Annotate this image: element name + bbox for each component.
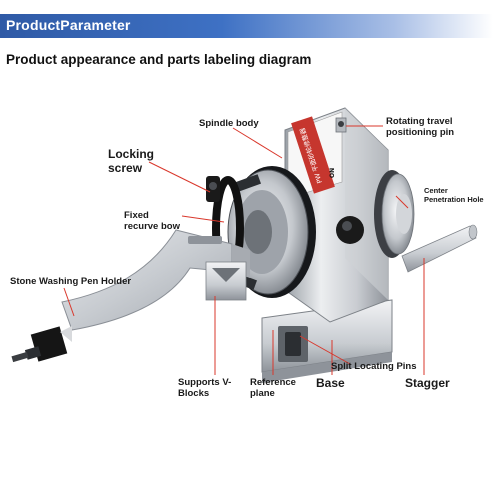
label-stagger: Stagger (405, 376, 450, 390)
label-fixed-bow-line2: recurve bow (124, 221, 180, 232)
leader-pen-holder (63, 287, 75, 317)
header-bar: ProductParameter (0, 14, 493, 38)
label-supports-v-line2: Blocks (178, 388, 210, 399)
label-locking-screw-line1: Locking (108, 147, 155, 161)
label-center-hole: Center Penetration Hole (424, 186, 484, 204)
leader-spindle-body (232, 127, 283, 159)
spindle-shaft (401, 224, 478, 273)
label-base: Base (316, 376, 345, 390)
rotating-travel-pin (335, 117, 347, 133)
leader-split-pins (299, 335, 351, 365)
label-rotating-travel-line2: positioning pin (386, 127, 455, 138)
on-mark-text: ON (329, 168, 336, 178)
label-reference-plane: Reference plane (250, 377, 296, 399)
label-supports-v-line1: Supports V- (178, 377, 232, 388)
v-blocks (205, 261, 247, 301)
label-rotating-travel-line1: Rotating travel (386, 116, 453, 127)
label-locking-screw: Locking screw (108, 147, 154, 175)
label-reference-plane-line1: Reference (250, 377, 296, 388)
label-reference-plane-line2: plane (250, 388, 275, 399)
pen-holder (11, 326, 72, 363)
leader-locking-screw (148, 161, 211, 193)
leader-center-hole (395, 195, 409, 209)
label-locking-screw-line2: screw (108, 161, 143, 175)
base-plate (261, 299, 393, 383)
label-center-hole-line1: Center (424, 186, 448, 195)
diagram-subtitle: Product appearance and parts labeling di… (6, 52, 312, 67)
label-rotating-travel: Rotating travel positioning pin (386, 116, 454, 138)
label-center-hole-line2: Penetration Hole (424, 195, 484, 204)
label-spindle-body: Spindle body (199, 118, 259, 129)
label-fixed-bow-line1: Fixed (124, 210, 149, 221)
brand-plate: PW 平面砂轮修整器 ON (291, 116, 336, 194)
label-supports-v-blocks: Supports V- Blocks (178, 377, 231, 399)
label-stone-pen-holder: Stone Washing Pen Holder (10, 276, 132, 287)
right-disc (374, 170, 415, 258)
leader-lines (63, 125, 425, 375)
label-fixed-recurve-bow: Fixed recurve bow (124, 210, 180, 232)
label-split-locating-pins: Split Locating Pins (331, 361, 417, 372)
header-title: ProductParameter (6, 17, 131, 33)
side-knob (336, 216, 364, 244)
leader-fixed-bow (181, 215, 225, 223)
